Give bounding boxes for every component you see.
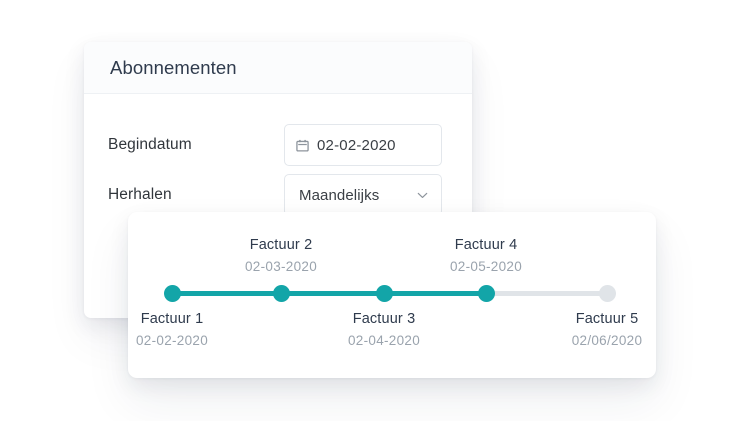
timeline-node-title: Factuur 3 [352, 311, 416, 327]
herhalen-value: Maandelijks [299, 186, 380, 204]
herhalen-select[interactable]: Maandelijks [284, 174, 442, 216]
begindatum-date-input[interactable]: 02-02-2020 [284, 124, 442, 166]
card-body: Begindatum 02-02-2020 Herhalen Maandelij… [84, 93, 472, 318]
timeline-label-5: Factuur 5 02/06/2020 [522, 310, 692, 350]
timeline-label-2: Factuur 2 02-03-2020 [196, 236, 366, 276]
card-header: Abonnementen [84, 42, 472, 94]
timeline-node-title: Factuur 4 [454, 237, 518, 253]
calendar-icon [296, 139, 309, 152]
timeline-node-date: 02-04-2020 [347, 333, 421, 349]
timeline-label-4: Factuur 4 02-05-2020 [401, 236, 571, 276]
timeline-node-date: 02/06/2020 [571, 333, 643, 349]
begindatum-label: Begindatum [108, 136, 192, 153]
timeline-node-date: 02-02-2020 [135, 333, 209, 349]
timeline-label-3: Factuur 3 02-04-2020 [299, 310, 469, 350]
timeline-node-1[interactable] [163, 285, 181, 302]
timeline-node-5[interactable] [598, 285, 616, 302]
timeline-progress [172, 291, 486, 296]
form-row-herhalen: Herhalen Maandelijks [84, 174, 472, 216]
timeline-node-title: Factuur 5 [575, 311, 639, 327]
begindatum-value: 02-02-2020 [317, 136, 396, 154]
timeline-node-2[interactable] [272, 285, 290, 302]
timeline-node-3[interactable] [375, 285, 393, 302]
timeline-label-1: Factuur 1 02-02-2020 [87, 310, 257, 350]
timeline-node-title: Factuur 1 [140, 311, 204, 327]
chevron-down-icon [417, 192, 428, 198]
form-row-begindatum: Begindatum 02-02-2020 [84, 124, 472, 166]
timeline-node-date: 02-05-2020 [449, 259, 523, 275]
timeline-node-date: 02-03-2020 [244, 259, 318, 275]
timeline-node-4[interactable] [477, 285, 495, 302]
page-title: Abonnementen [110, 56, 237, 78]
timeline-node-title: Factuur 2 [249, 237, 313, 253]
herhalen-label: Herhalen [108, 186, 172, 203]
